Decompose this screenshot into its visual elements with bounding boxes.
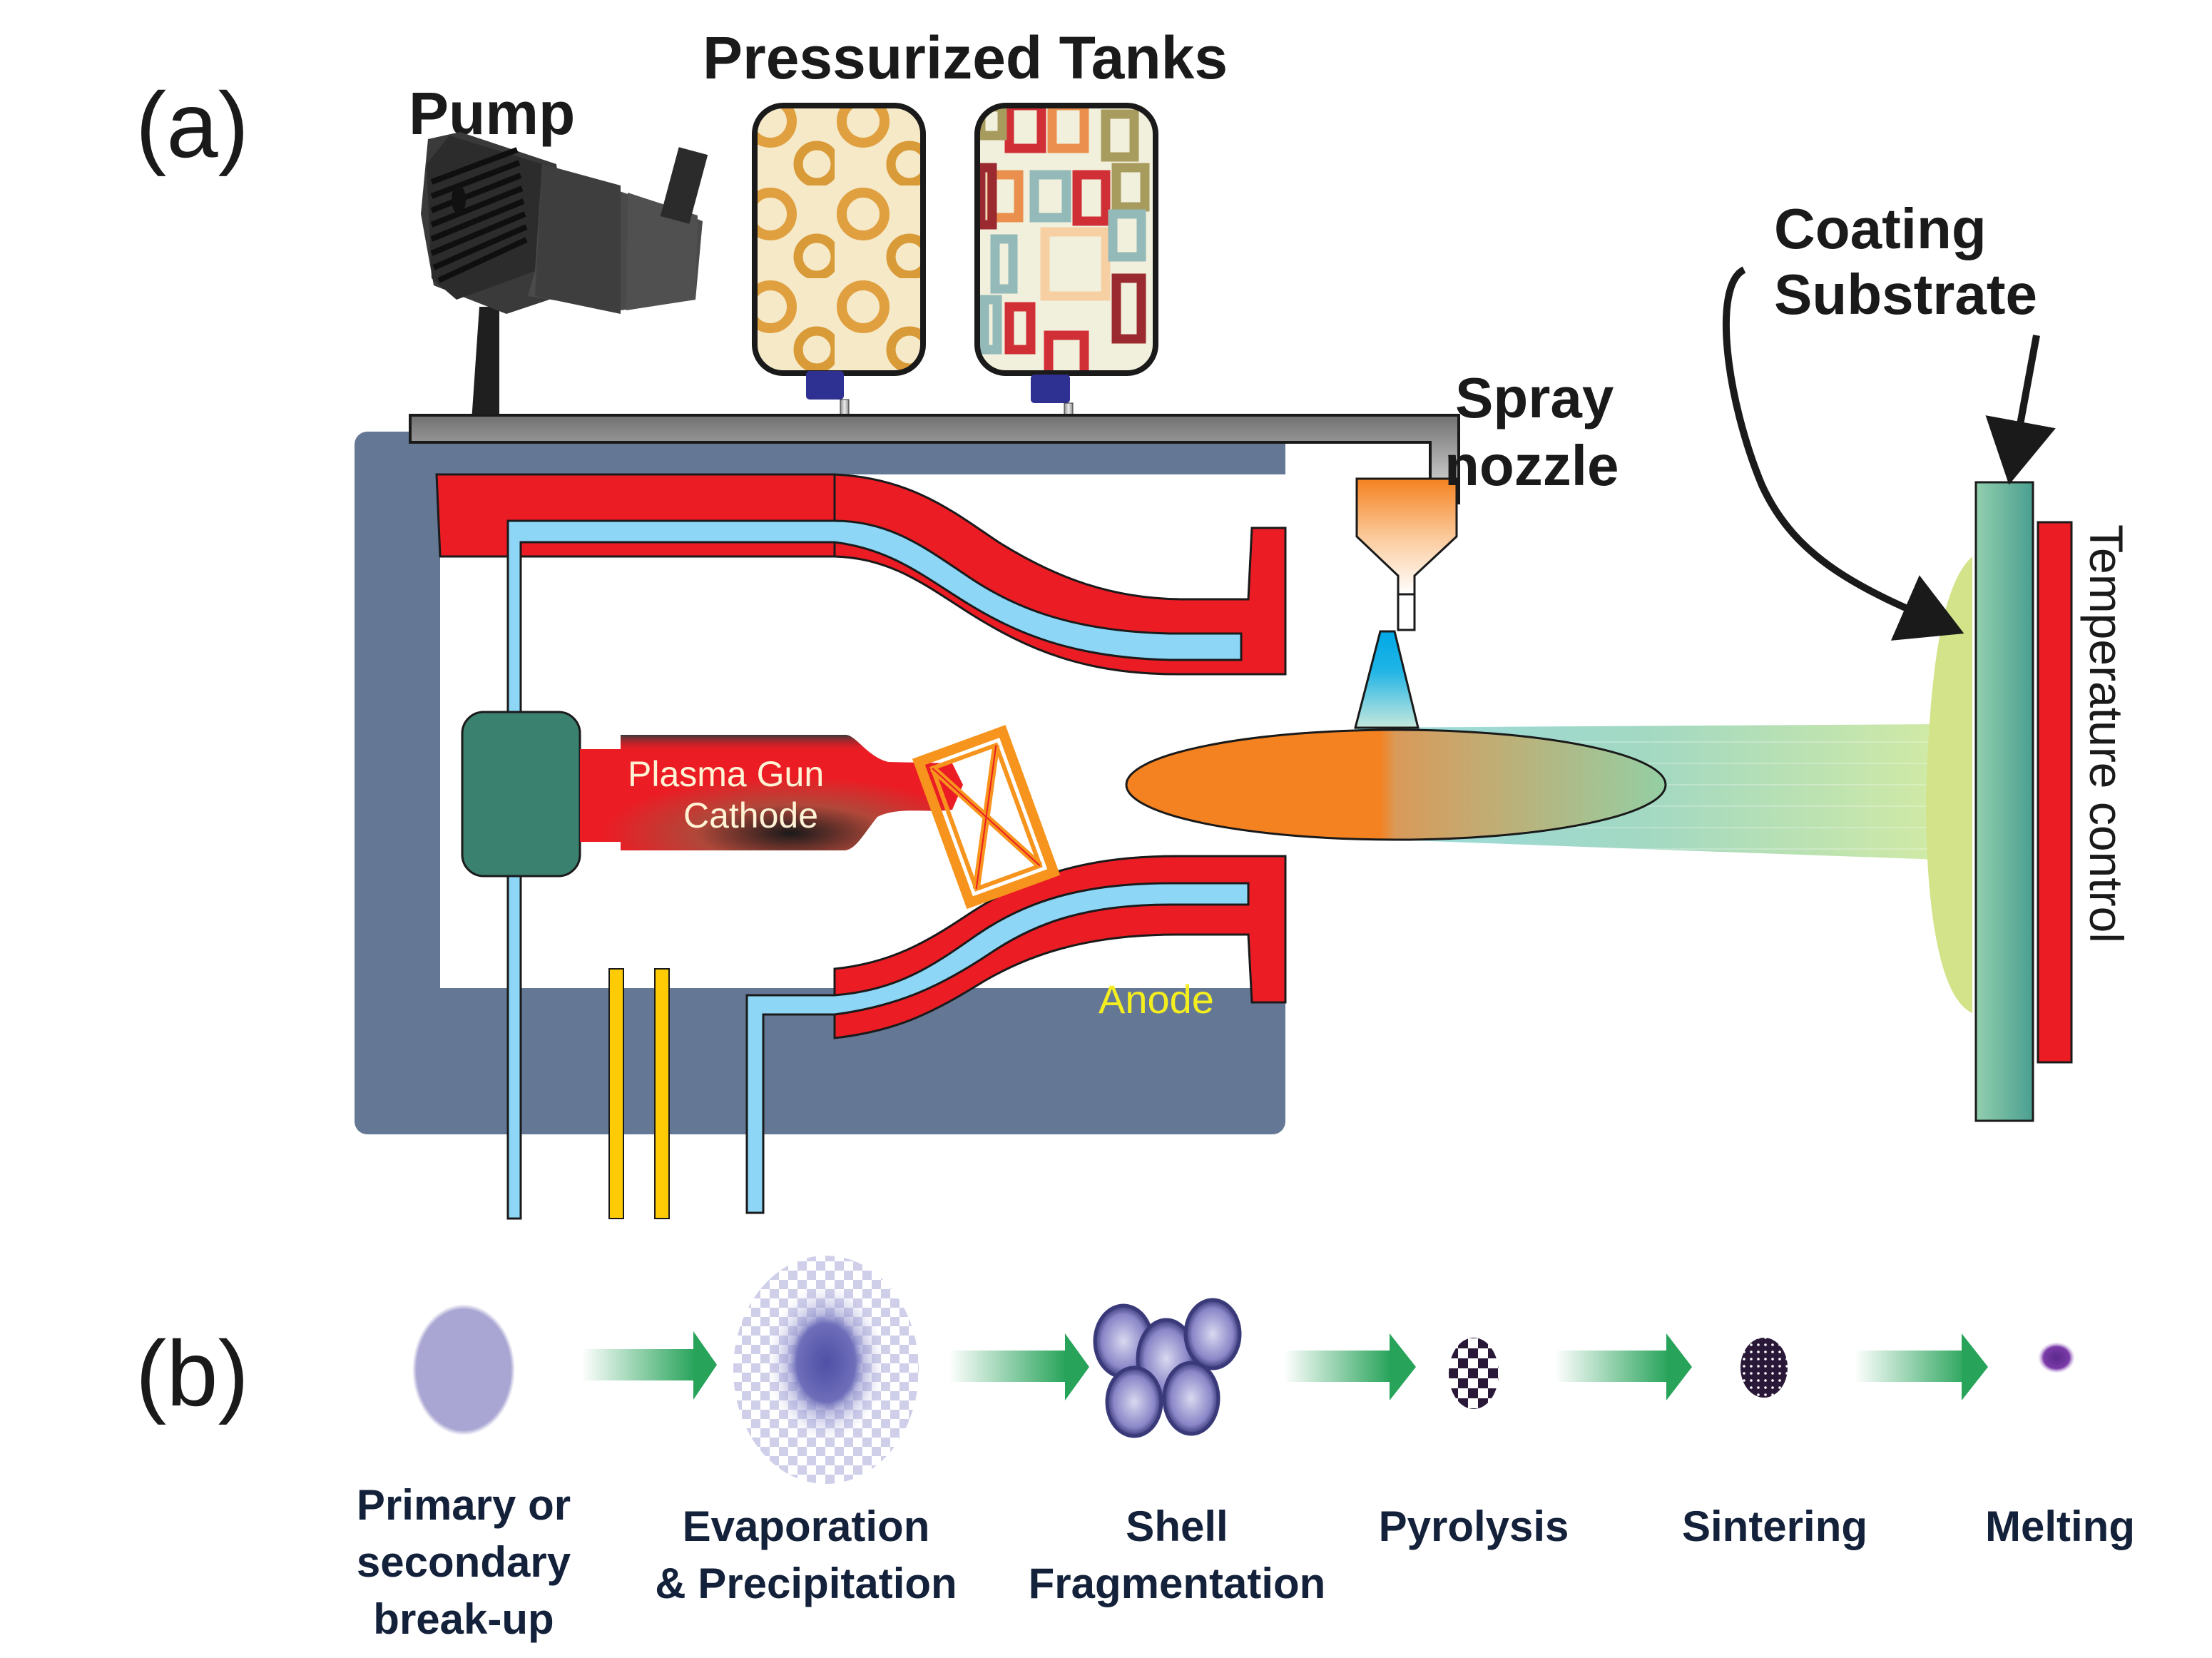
- pump-label: Pump: [409, 80, 575, 147]
- step-1-droplet: [412, 1304, 515, 1435]
- anode-label: Anode: [1099, 977, 1214, 1022]
- spray-nozzle: [1354, 477, 1458, 729]
- step-arrow-3: [1284, 1333, 1416, 1400]
- step-2-label-line1: Evaporation: [683, 1502, 930, 1550]
- coating-deposit: [1926, 556, 1972, 1013]
- step-4-label: Pyrolysis: [1379, 1502, 1569, 1550]
- step-1-label-line1: Primary or: [357, 1481, 571, 1529]
- plasma-gun-label: Plasma Gun: [628, 754, 824, 794]
- plasma-flame: [1125, 728, 1667, 841]
- temperature-control-heater: [2037, 521, 2073, 1064]
- step-arrow-4: [1555, 1333, 1692, 1400]
- step-3-particle: [1093, 1298, 1242, 1438]
- arc-frame: [912, 725, 1061, 910]
- cathode-label: Cathode: [683, 795, 818, 835]
- insulator-block: [461, 711, 581, 878]
- pressurized-tanks-label: Pressurized Tanks: [703, 24, 1228, 91]
- substrate-arrow: [1985, 335, 2056, 485]
- tank-2: [974, 103, 1158, 422]
- step-arrow-1: [581, 1331, 717, 1400]
- plasma-gun-cathode: [580, 735, 963, 850]
- nozzle-label: nozzle: [1444, 434, 1619, 497]
- step-1-label-line2: secondary: [357, 1538, 571, 1586]
- step-3-label-line2: Fragmentation: [1029, 1560, 1326, 1607]
- step-5-particle: [1740, 1338, 1788, 1398]
- panel-b-label: (b): [136, 1321, 249, 1425]
- step-arrow-2: [949, 1333, 1089, 1400]
- substrate: [1974, 481, 2034, 1122]
- pump-icon: [421, 132, 708, 432]
- step-6-label: Melting: [1985, 1502, 2135, 1550]
- upper-coolant-channel: [506, 519, 1243, 1220]
- spray-label: Spray: [1455, 366, 1614, 429]
- tank-1: [752, 103, 926, 422]
- lower-coolant-channel: [745, 882, 1250, 1214]
- power-lead-1: [608, 968, 624, 1219]
- power-lead-2: [654, 968, 670, 1219]
- coating-label: Coating: [1774, 197, 1987, 260]
- step-2-particle: [733, 1256, 919, 1484]
- step-2-label-line2: & Precipitation: [655, 1560, 957, 1607]
- step-5-label: Sintering: [1682, 1502, 1867, 1550]
- tank-1-valve: [806, 371, 844, 400]
- step-4-particle: [1449, 1338, 1499, 1409]
- coating-arrow: [1722, 266, 1964, 641]
- step-6-particle: [2038, 1342, 2075, 1373]
- tank-2-valve: [1031, 375, 1070, 403]
- step-arrow-5: [1855, 1333, 1988, 1400]
- step-3-label-line1: Shell: [1126, 1502, 1228, 1550]
- substrate-label: Substrate: [1774, 263, 2037, 326]
- temperature-control-label: Temperature control: [2080, 524, 2133, 943]
- step-1-label-line3: break-up: [373, 1595, 554, 1643]
- panel-a-label: (a): [136, 73, 249, 177]
